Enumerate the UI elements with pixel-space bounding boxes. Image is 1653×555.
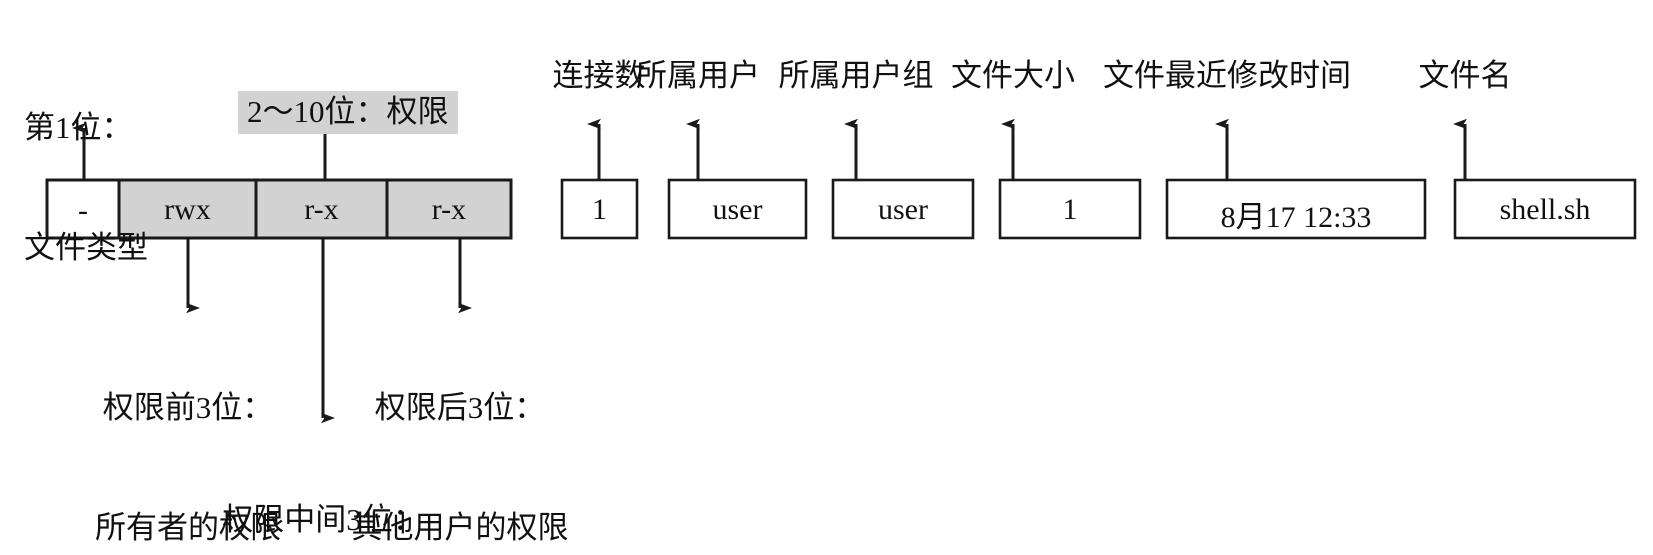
field-boxes bbox=[560, 178, 1637, 240]
label-owner-user: 所属用户 bbox=[636, 58, 760, 93]
file-name-box-value: shell.sh bbox=[1499, 193, 1591, 226]
label-permission-bits-text: 2～10位：权限 bbox=[238, 91, 458, 134]
label-owner-group: 所属用户组 bbox=[778, 58, 934, 93]
down-arrows bbox=[186, 238, 472, 424]
file-name-box-rect bbox=[1453, 178, 1637, 240]
label-owner-permission-note: 权限前3位： 所有者的权限 bbox=[8, 308, 368, 555]
other-perm-cell-value: r-x bbox=[431, 193, 467, 226]
type-cell-box bbox=[45, 178, 121, 240]
label-owner-permission-note-line2: 所有者的权限 bbox=[95, 510, 281, 545]
mtime-box-value: 8月17 12:33 bbox=[1220, 201, 1372, 234]
label-other-permission-note: 权限后3位： 其他用户的权限 bbox=[290, 308, 630, 555]
file-size-box-value: 1 bbox=[1062, 193, 1078, 226]
label-other-permission-note-line2: 其他用户的权限 bbox=[351, 510, 569, 545]
owner-perm-cell-value: rwx bbox=[164, 193, 211, 226]
owner-group-box-rect bbox=[831, 178, 975, 240]
label-group-permission-note-line1: 权限中间3位： bbox=[222, 502, 424, 537]
mtime-box-rect bbox=[1165, 178, 1427, 240]
label-file-type-line2: 文件类型 bbox=[24, 230, 148, 265]
group-perm-cell-value: r-x bbox=[304, 193, 339, 226]
label-other-permission-note-line1: 权限后3位： bbox=[374, 390, 546, 425]
type-cell-value: - bbox=[78, 194, 88, 227]
owner-group-box-value: user bbox=[878, 193, 928, 226]
owner-user-box-value: user bbox=[712, 193, 763, 226]
file-size-box-rect bbox=[998, 178, 1142, 240]
label-mtime: 文件最近修改时间 bbox=[1103, 58, 1351, 93]
link-count-box-value: 1 bbox=[592, 193, 607, 226]
label-file-size: 文件大小 bbox=[951, 58, 1075, 93]
other-perm-cell-box bbox=[385, 178, 513, 240]
label-permission-bits: 2～10位：权限 bbox=[207, 52, 458, 172]
label-link-count: 连接数 bbox=[552, 58, 646, 93]
label-file-type-line1: 第1位： bbox=[24, 110, 133, 145]
label-file-name: 文件名 bbox=[1418, 58, 1512, 93]
label-file-type: 第1位： 文件类型 bbox=[24, 28, 148, 348]
permission-group-boxes bbox=[45, 178, 513, 240]
owner-user-box-rect bbox=[667, 178, 808, 240]
label-group-permission-note: 权限中间3位： 用户组的权限 bbox=[143, 420, 503, 555]
label-owner-permission-note-line1: 权限前3位： bbox=[102, 390, 274, 425]
up-arrows bbox=[72, 118, 1467, 180]
